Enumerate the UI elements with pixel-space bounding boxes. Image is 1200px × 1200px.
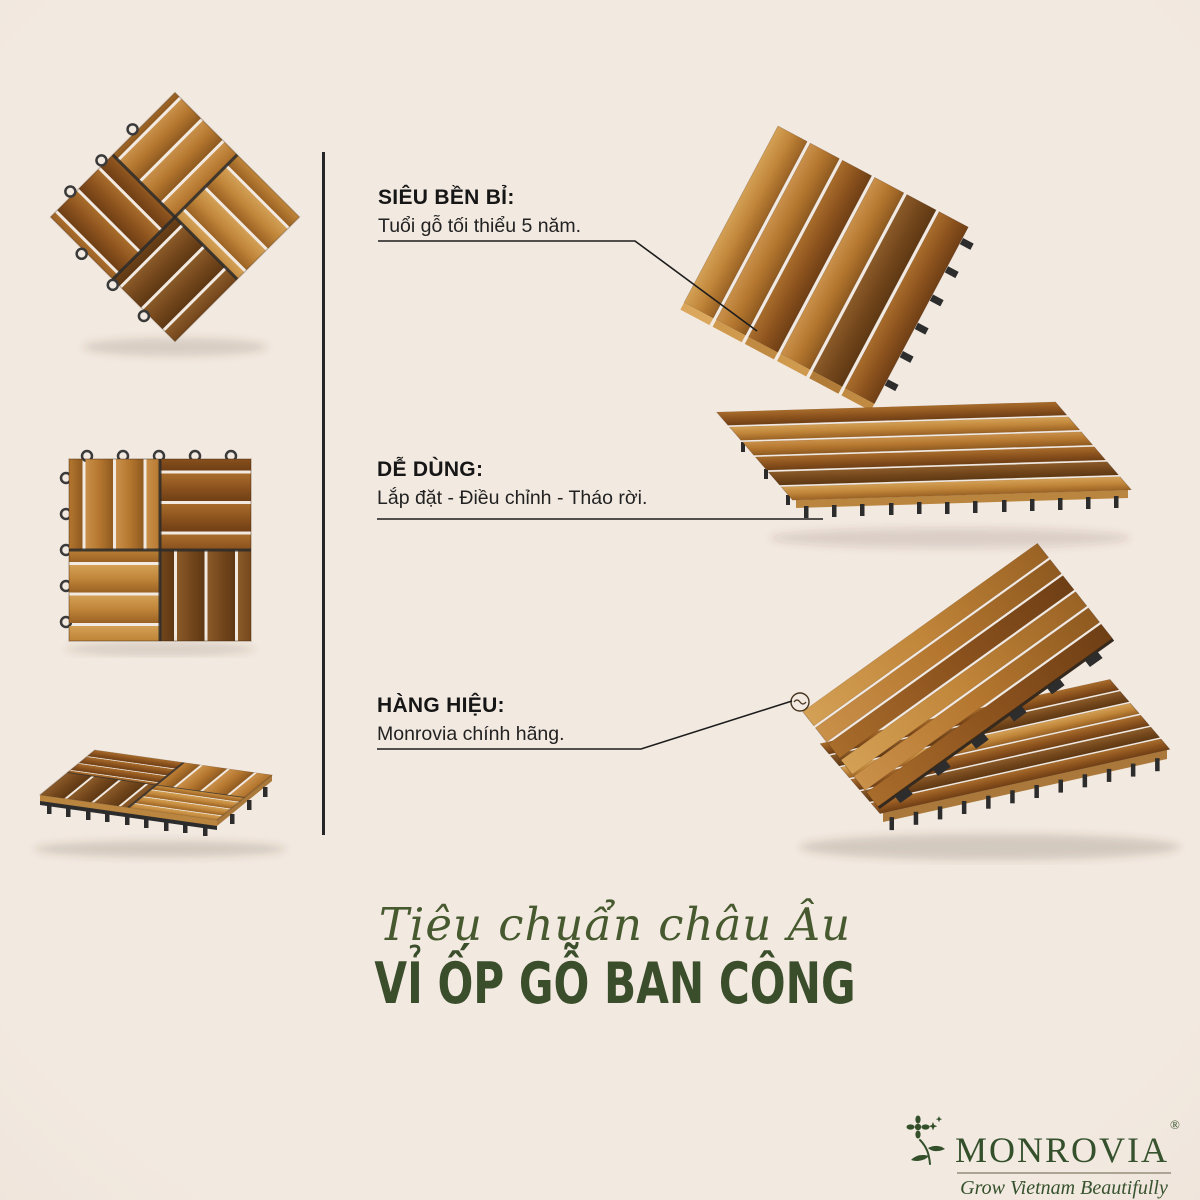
callout-title: DỄ DÙNG:: [377, 458, 484, 481]
page-title: VỈ ỐP GỖ BAN CÔNG: [374, 951, 856, 1017]
callout-title: HÀNG HIỆU:: [377, 694, 505, 717]
callout-title: SIÊU BỀN BỈ:: [378, 186, 515, 209]
product-photo-tile-diamond-view: [35, 85, 315, 365]
brand-tagline: Grow Vietnam Beautifully: [960, 1176, 1168, 1199]
registered-mark: ®: [1170, 1117, 1182, 1132]
callout-ease-of-use: DỄ DÙNG: Lắp đặt - Điều chỉnh - Tháo rời…: [377, 458, 717, 510]
callout-brand: HÀNG HIỆU: Monrovia chính hãng.: [377, 694, 717, 746]
product-photo-tile-front-view: [55, 443, 265, 658]
headline-block: Tiêu chuẩn châu Âu VỈ ỐP GỖ BAN CÔNG: [30, 898, 1200, 1017]
product-photo-tile-perspective-view: [25, 735, 325, 870]
brand-stamp: [790, 692, 810, 712]
callout-description: Monrovia chính hãng.: [377, 723, 565, 745]
product-photo-tile-folded-pair-view: [690, 525, 1190, 865]
vertical-divider: [322, 152, 325, 835]
brand-rule: [957, 1172, 1171, 1174]
flower-icon: [903, 1114, 955, 1168]
product-photo-tile-flat-angle-view: [680, 390, 1160, 570]
callout-description: Lắp đặt - Điều chỉnh - Tháo rời.: [377, 487, 648, 509]
headline-script: Tiêu chuẩn châu Âu: [378, 898, 852, 951]
callout-description: Tuổi gỗ tối thiểu 5 năm.: [378, 215, 582, 237]
callout-durability: SIÊU BỀN BỈ: Tuổi gỗ tối thiểu 5 năm.: [378, 186, 718, 238]
brand-name: MONROVIA®: [955, 1117, 1182, 1170]
brand-logo: MONROVIA® Grow Vietnam Beautifully: [903, 1114, 1193, 1200]
